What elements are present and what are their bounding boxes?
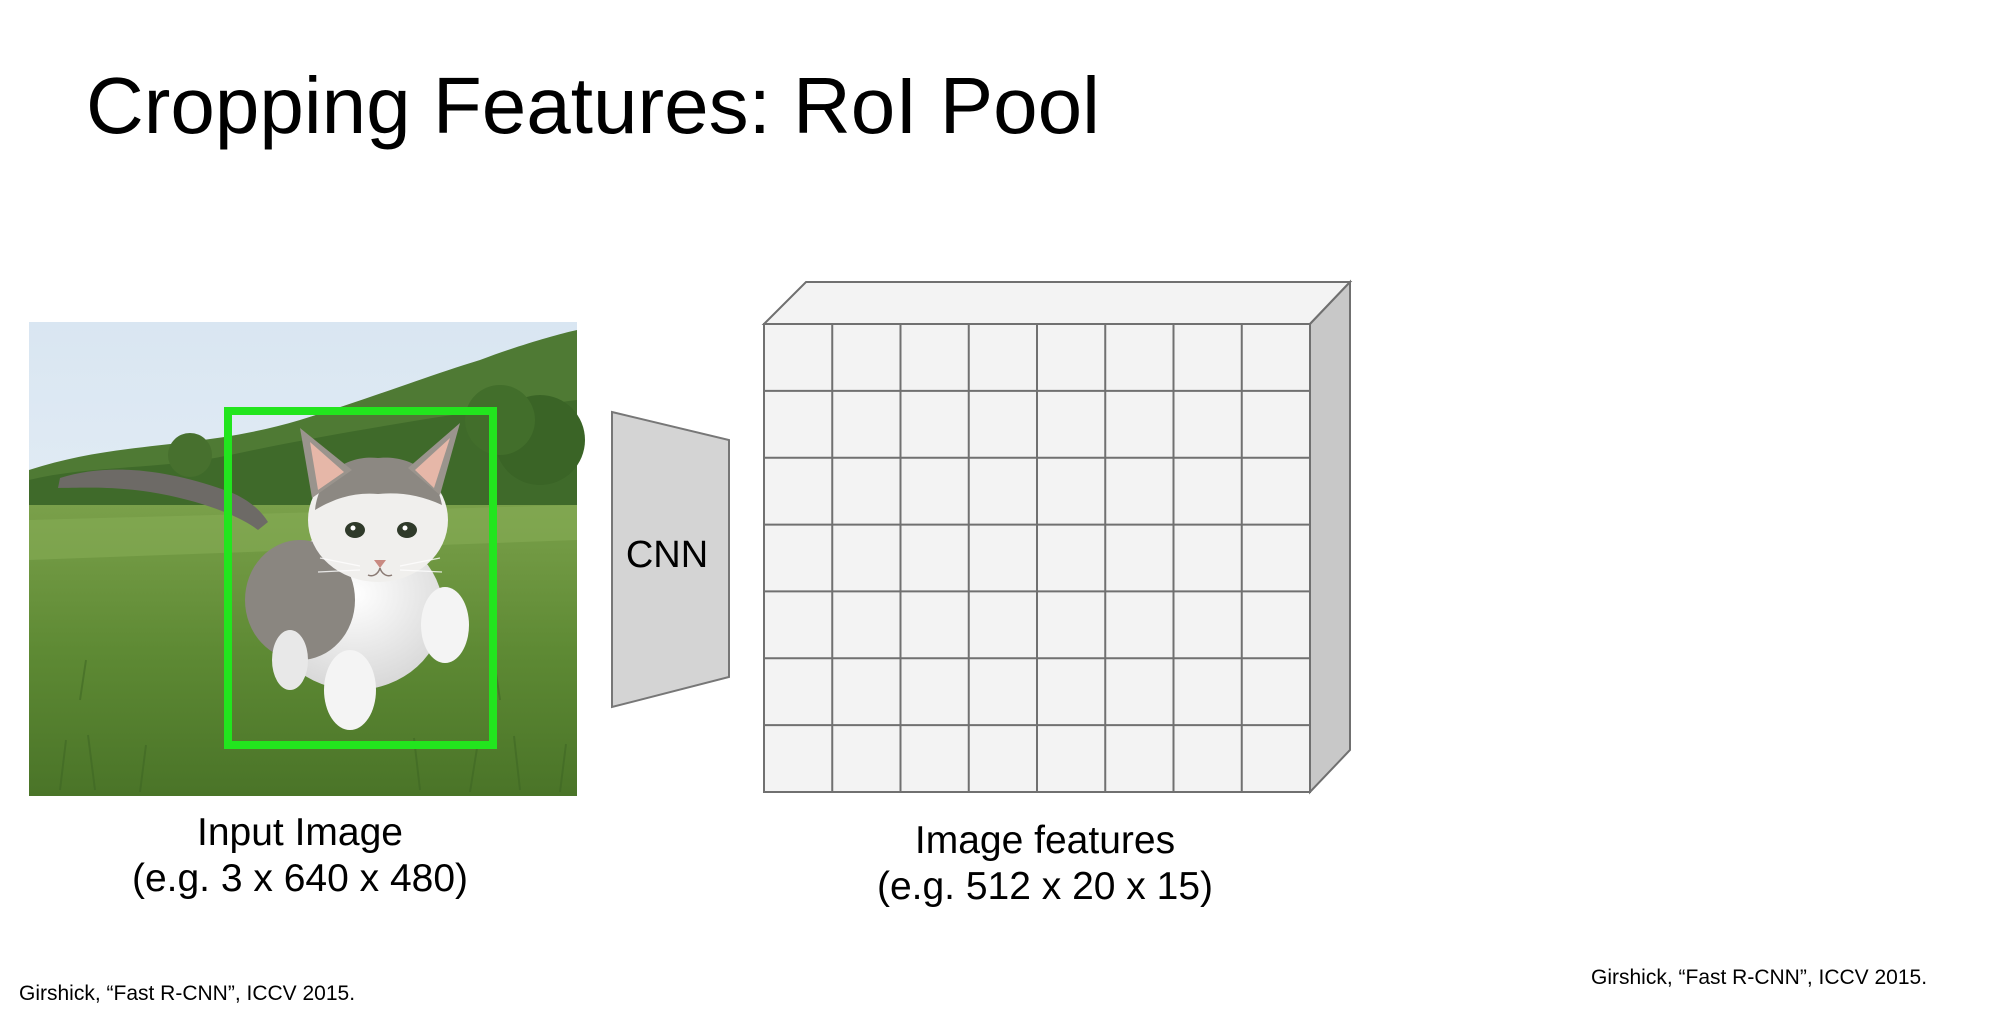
citation-left: Girshick, “Fast R-CNN”, ICCV 2015. [19,982,356,1005]
slide-title: Cropping Features: RoI Pool [86,61,1100,150]
cnn-block: CNN [611,410,730,709]
input-caption-line-2: (e.g. 3 x 640 x 480) [131,857,469,900]
input-image [29,322,585,796]
feature-caption-line-2: (e.g. 512 x 20 x 15) [876,865,1214,908]
roi-box [224,407,497,749]
feature-caption-line-1: Image features [914,819,1176,862]
input-image-caption: Input Image (e.g. 3 x 640 x 480) [110,810,490,902]
feature-side-face [1309,279,1351,795]
feature-grid [764,324,1310,792]
citation-right: Girshick, “Fast R-CNN”, ICCV 2015. [1591,966,1928,989]
feature-top-face [761,281,1353,325]
cnn-label: CNN [626,534,708,576]
feature-caption: Image features (e.g. 512 x 20 x 15) [830,818,1260,910]
input-caption-line-1: Input Image [197,811,403,854]
feature-volume [761,279,1353,795]
